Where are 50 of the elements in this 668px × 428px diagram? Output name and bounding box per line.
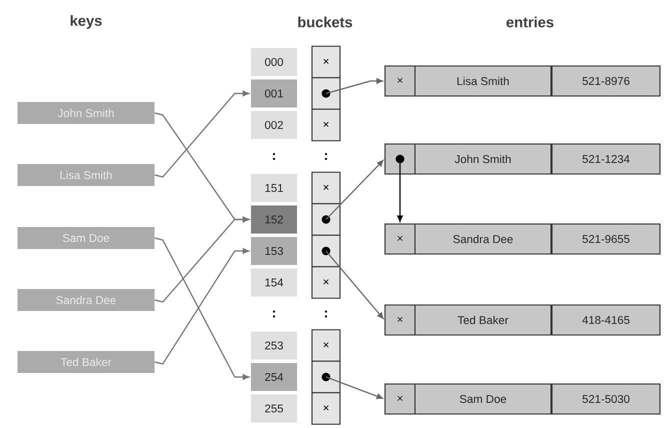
phone-cell: 418-4165 [551,304,661,336]
arrow [154,90,250,178]
bucket-index: 152 [251,206,297,234]
key-box: Sam Doe [18,227,154,249]
ellipsis: : [325,153,327,160]
bucket-index: 151 [251,174,297,202]
arrow [326,78,383,94]
key-box: Sandra Dee [18,289,154,311]
ellipsis: : [273,153,275,160]
phone-cell: 521-8976 [551,65,661,97]
arrow [326,160,384,220]
column-heading: keys [70,15,102,29]
pointer-cell: × [384,223,416,255]
bucket-slot: × [311,266,341,299]
phone-cell: 521-1234 [551,143,661,175]
arrow [154,237,250,380]
column-heading: buckets [298,16,352,28]
bucket-slot: × [311,392,341,425]
ellipsis: : [325,310,327,318]
bucket-slot [311,77,341,110]
bucket-index: 000 [251,48,297,76]
pointer-cell: × [384,65,416,97]
arrow [326,250,384,319]
pointer-cell: × [384,383,416,415]
pointer-cell [384,143,416,175]
key-box: John Smith [18,102,154,124]
bucket-index: 253 [251,332,297,360]
column-heading: entries [506,16,554,28]
bucket-slot: × [311,108,341,142]
bucket-slot [311,203,341,236]
bucket-index: 255 [251,394,297,422]
pointer-cell: × [384,304,416,336]
arrow [154,248,250,365]
key-box: Lisa Smith [18,164,154,186]
ellipsis: : [273,310,275,318]
arrow [154,216,250,303]
phone-cell: 521-5030 [551,383,661,415]
bucket-index: 153 [251,237,297,265]
bucket-slot: × [311,46,341,78]
bucket-slot [311,234,341,268]
phone-cell: 521-9655 [551,223,661,255]
bucket-index: 254 [251,363,297,391]
bucket-index: 001 [251,80,297,108]
bucket-slot [311,360,341,394]
bucket-slot: × [311,329,341,362]
bucket-index: 154 [251,268,297,296]
key-box: Ted Baker [18,351,154,373]
bucket-index: 002 [251,111,297,139]
arrow [326,376,383,400]
bucket-slot: × [311,172,341,204]
